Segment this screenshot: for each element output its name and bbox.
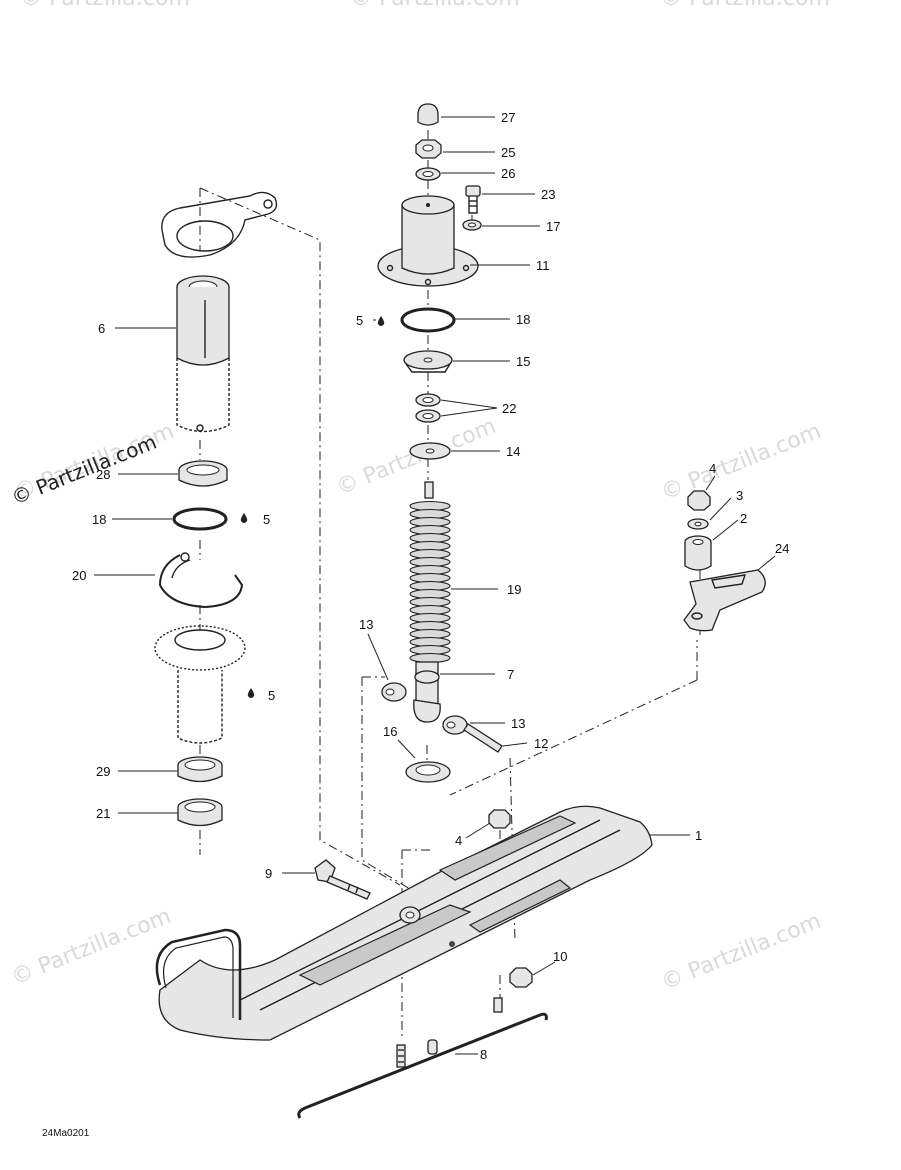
callout-7: 7 [507, 667, 514, 682]
callout-1: 1 [695, 828, 702, 843]
part-8-runner [297, 997, 548, 1119]
oil-drop-icon [247, 688, 255, 698]
callout-4: 4 [455, 833, 462, 848]
part-20-circlip [158, 552, 244, 609]
callout-26: 26 [501, 166, 515, 181]
part-18-oring-center [400, 307, 456, 333]
ski-handle-loop [155, 928, 242, 1020]
callout-20: 20 [72, 568, 86, 583]
callout-9: 9 [265, 866, 272, 881]
leader-lines [94, 116, 776, 1055]
callout-25: 25 [501, 145, 515, 160]
callout-5: 5 [356, 313, 363, 328]
callout-27: 27 [501, 110, 515, 125]
callout-16: 16 [383, 724, 397, 739]
oil-drop-icon [240, 513, 248, 523]
part-11-shock-cap [377, 195, 479, 287]
callout-12: 12 [534, 736, 548, 751]
watermark: © Partzilla.com [350, 0, 520, 11]
part-19-spring-shock [409, 481, 451, 664]
oil-drop-icon [377, 316, 385, 326]
part-4-nut-right [687, 490, 711, 511]
part-14-washer [409, 442, 451, 460]
part-22-washers [415, 393, 441, 423]
part-16-washer [405, 761, 451, 783]
part-12-pin [463, 723, 503, 753]
watermark: © Partzilla.com [20, 0, 190, 11]
callout-22: 22 [502, 401, 516, 416]
part-3-washer [687, 518, 709, 530]
part-15-plate [403, 350, 453, 373]
callout-14: 14 [506, 444, 520, 459]
callout-2: 2 [740, 511, 747, 526]
part-13-bushing-right [442, 715, 468, 735]
part-27-cap [417, 103, 439, 126]
part-13-bushing-left [381, 682, 407, 702]
callout-21: 21 [96, 806, 110, 821]
watermark: © Partzilla.com [658, 909, 825, 996]
watermark: © Partzilla.com [660, 0, 830, 11]
callout-13: 13 [359, 617, 373, 632]
callout-29: 29 [96, 764, 110, 779]
part-17-washer [462, 219, 482, 231]
part-23-bolt [465, 185, 481, 214]
part-1-ski [158, 805, 653, 1041]
callout-3: 3 [736, 488, 743, 503]
callout-28: 28 [96, 467, 110, 482]
diagram-code: 24Ma0201 [42, 1128, 90, 1139]
callout-5: 5 [268, 688, 275, 703]
part-6-spindle-tube [176, 275, 230, 433]
part-21-bushing [177, 798, 223, 827]
callout-6: 6 [98, 321, 105, 336]
callout-11: 11 [536, 258, 550, 273]
callout-18: 18 [92, 512, 106, 527]
callout-13: 13 [511, 716, 525, 731]
part-7-shock-body [413, 661, 441, 723]
callout-8: 8 [480, 1047, 487, 1062]
part-9-bolt [314, 859, 371, 900]
part-2-spacer [684, 535, 712, 571]
part-spindle-housing [154, 625, 246, 744]
callout-23: 23 [541, 187, 555, 202]
spring-coils [409, 500, 451, 664]
spring-coil [409, 652, 451, 664]
callout-18: 18 [516, 312, 530, 327]
part-26-washer [415, 167, 441, 181]
part-24-skid-plate [683, 569, 766, 632]
part-spindle-wrench [161, 191, 278, 258]
part-29-bushing [177, 756, 223, 783]
callout-4: 4 [709, 461, 716, 476]
part-18-oring-left [172, 507, 228, 531]
callout-17: 17 [546, 219, 560, 234]
callout-19: 19 [507, 582, 521, 597]
part-28-bushing [178, 460, 228, 487]
part-4-nut-center [488, 809, 511, 829]
callout-24: 24 [775, 541, 789, 556]
part-25-nut [415, 139, 442, 159]
part-10-nut [509, 967, 533, 988]
callout-labels: 27 25 26 23 17 11 5 18 15 22 14 6 28 18 … [72, 110, 789, 1062]
watermark-dark: © Partzilla.com [8, 430, 160, 510]
callout-15: 15 [516, 354, 530, 369]
callout-10: 10 [553, 949, 567, 964]
callout-5: 5 [263, 512, 270, 527]
watermark: © Partzilla.com [8, 904, 175, 991]
